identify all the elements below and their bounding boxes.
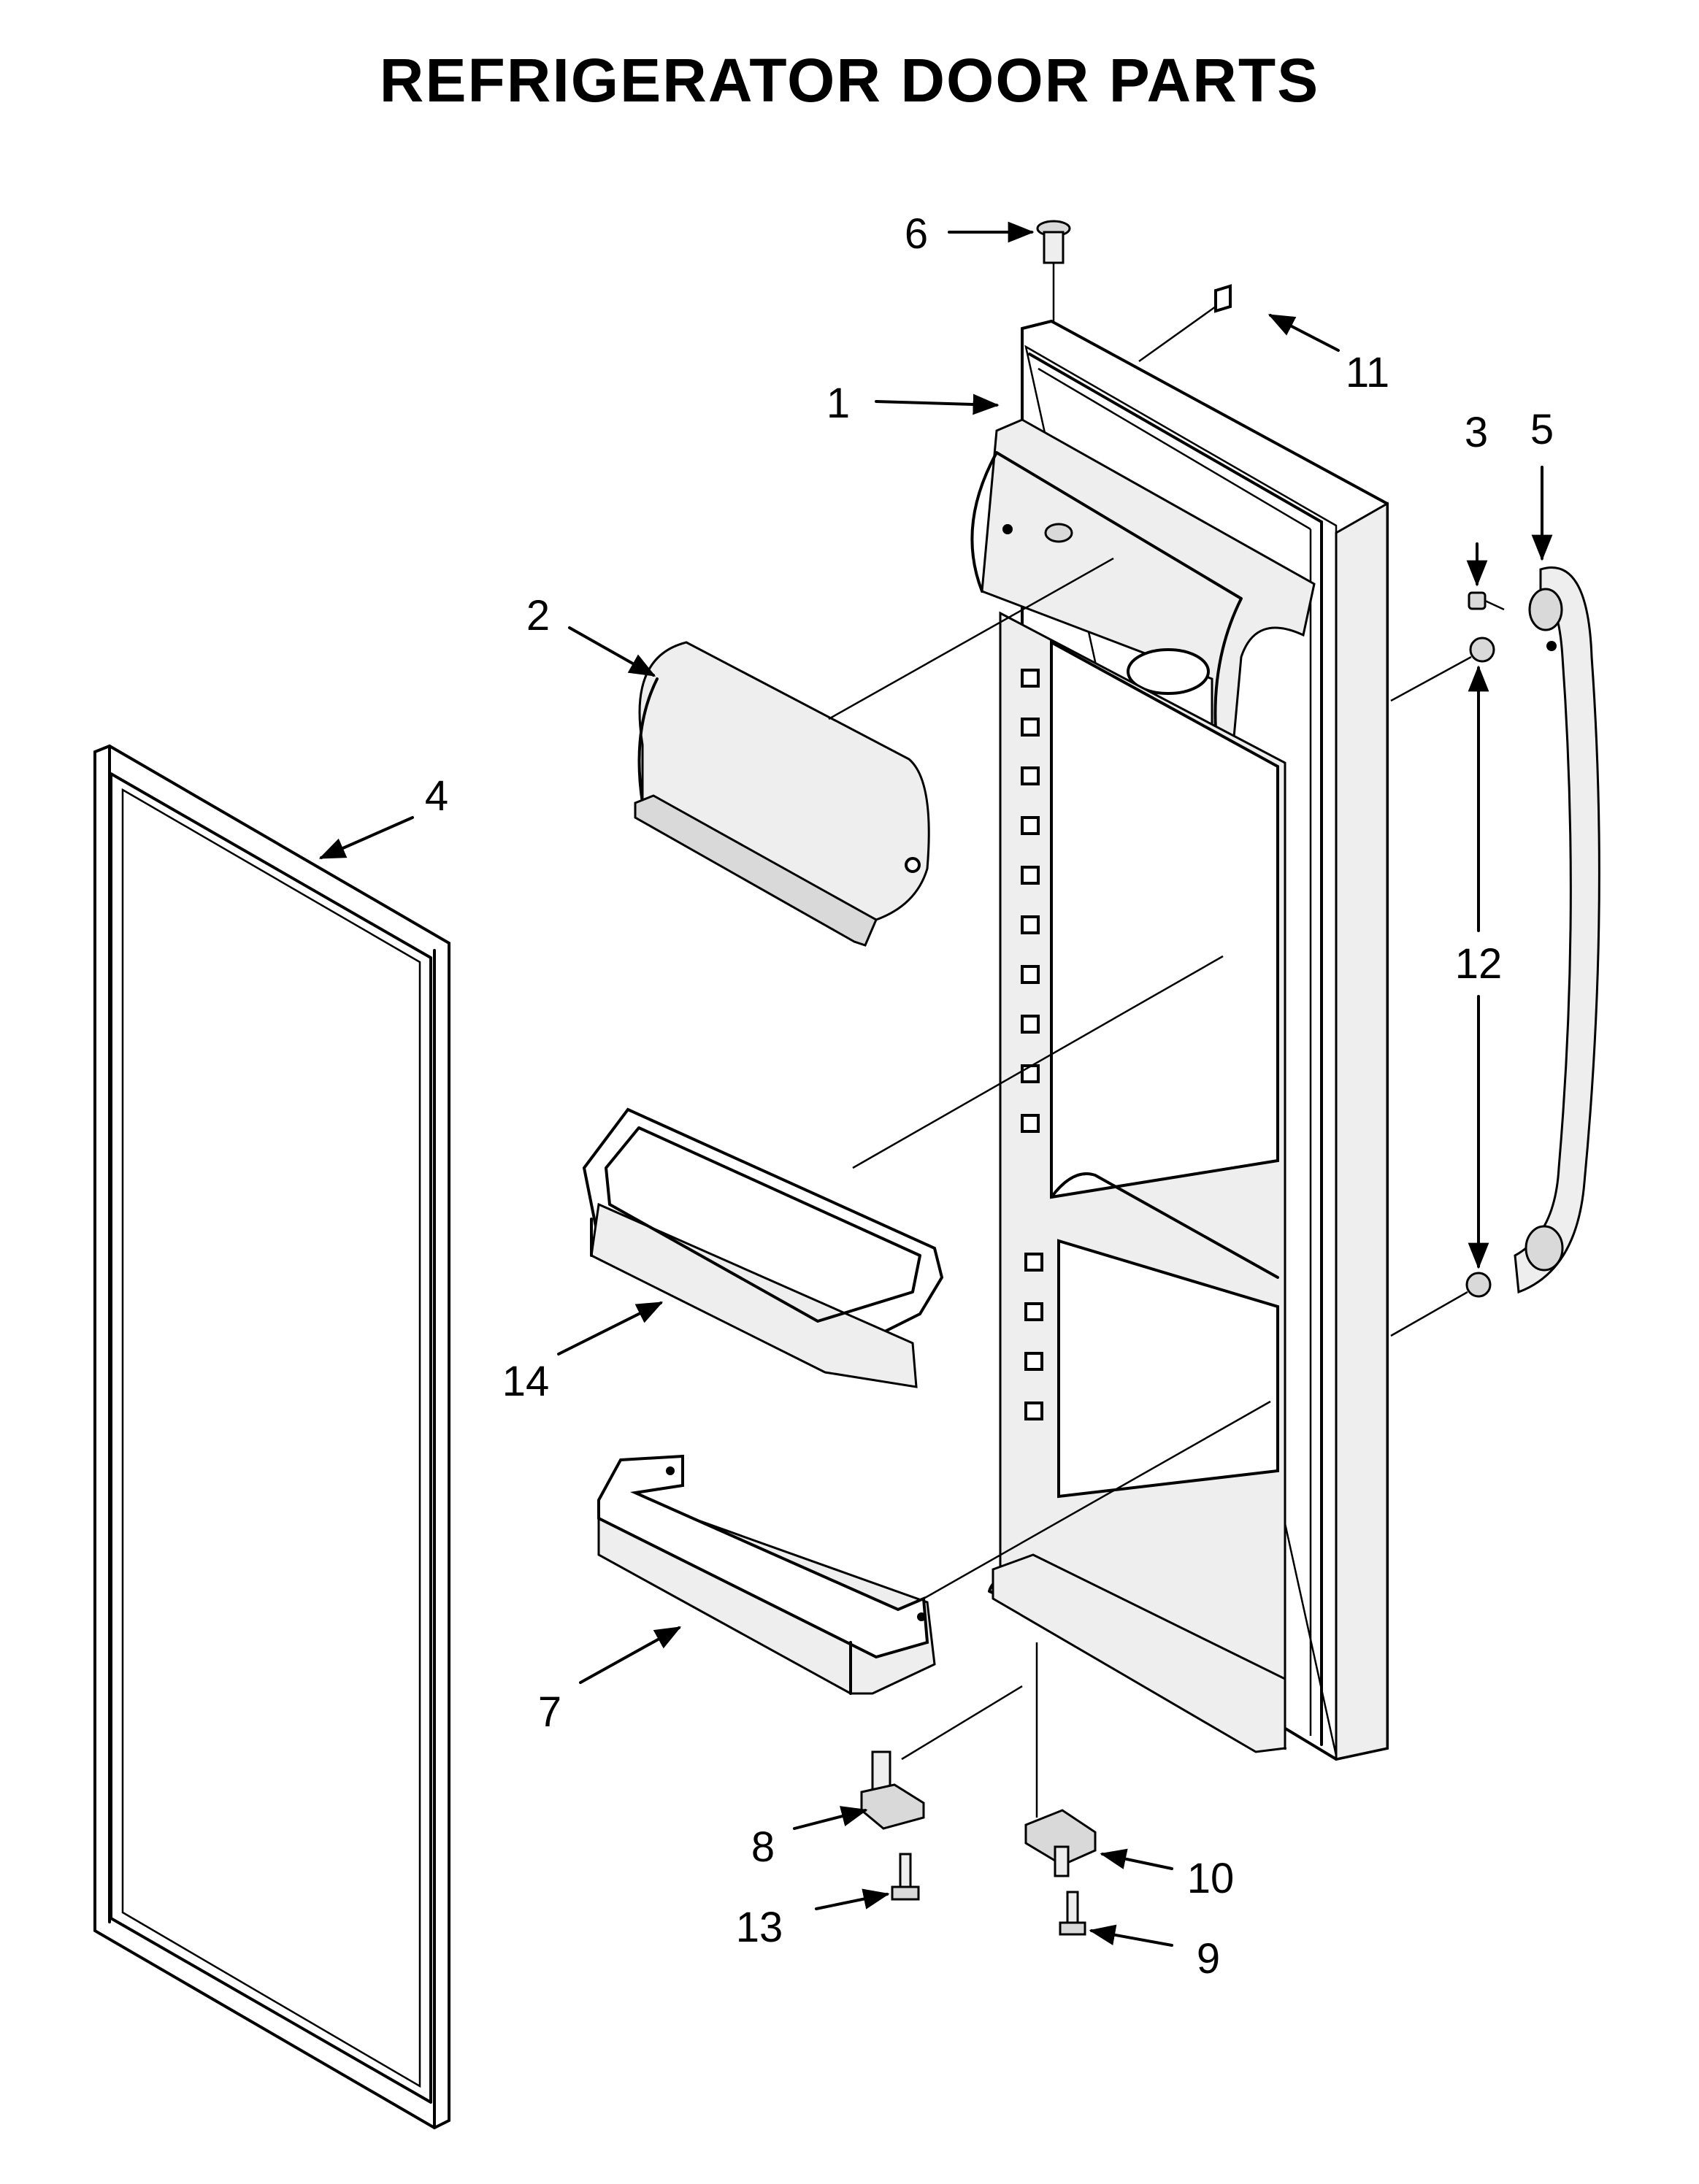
callout-2: 2 [526,592,550,639]
part-10-hinge-bracket [1024,1642,1097,1877]
part-4-door-gasket [93,744,450,2130]
leader-13 [815,1888,890,1910]
part-6-hinge-bushing [1036,220,1071,321]
bin-support-lugs [1021,669,1043,1420]
callout-7: 7 [538,1688,561,1736]
callout-12: 12 [1455,940,1503,988]
leader-8 [793,1806,868,1830]
leader-10 [1100,1848,1173,1870]
callout-11: 11 [1346,349,1389,396]
leader-2 [568,626,656,677]
leader-arrows [318,221,1553,1947]
callout-4: 4 [425,772,448,820]
callout-3: 3 [1465,409,1488,456]
callout-6: 6 [905,210,928,258]
part-7-door-rail [597,1454,936,1695]
leader-11 [1267,314,1340,352]
callout-13: 13 [736,1904,783,1951]
callout-numbers: 6 1 11 3 5 12 2 4 14 7 8 13 10 9 [425,210,1554,1983]
part-2-dispenser-cover [634,641,930,947]
page-title: REFRIGERATOR DOOR PARTS [379,46,1320,115]
part-5-door-handle [1514,566,1600,1294]
part-12-handle-studs [1390,637,1495,1337]
part-1-door-liner [970,319,1389,1761]
callout-1: 1 [827,380,850,427]
callout-5: 5 [1530,406,1554,453]
leader-7 [579,1626,682,1684]
alignment-lines [828,557,1271,1600]
leader-9 [1089,1924,1173,1947]
leader-4 [318,816,414,859]
part-14-door-bin [582,1107,944,1388]
leader-1 [875,393,1000,415]
callout-14: 14 [502,1358,550,1405]
part-11-label [1138,284,1232,363]
part-9-bracket-screw [1059,1891,1086,1936]
part-3-set-screw [1468,591,1505,611]
callout-8: 8 [751,1823,775,1871]
leader-14 [557,1301,664,1356]
part-8-lower-hinge [860,1685,1023,1830]
callout-9: 9 [1197,1935,1220,1983]
part-13-hinge-screw [891,1853,920,1901]
callout-10: 10 [1187,1855,1235,1902]
